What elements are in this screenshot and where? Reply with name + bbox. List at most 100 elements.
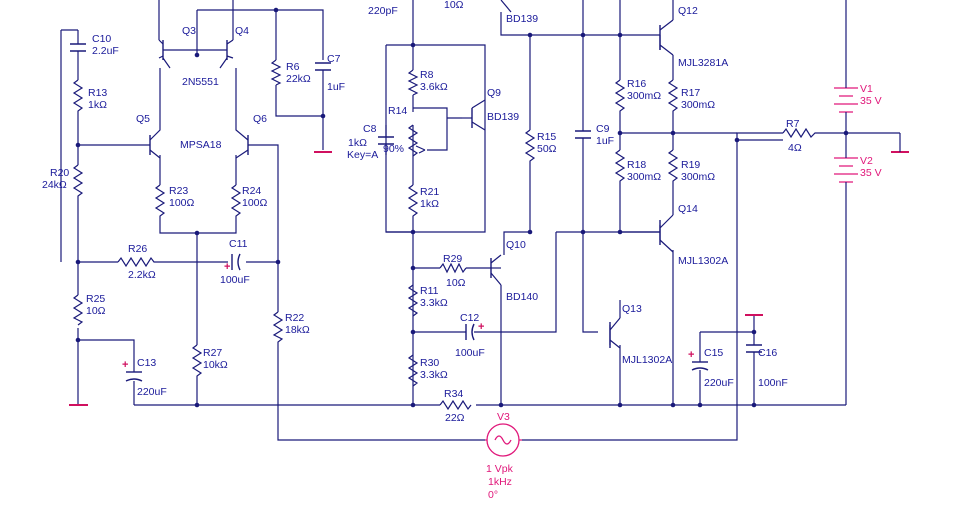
label: C7 — [327, 53, 341, 65]
resistor-r30 — [407, 354, 419, 387]
label: 3.3kΩ — [420, 297, 448, 309]
label: 300mΩ — [681, 99, 715, 111]
label: R25 — [86, 293, 105, 305]
label: R16 — [627, 78, 646, 90]
label: MPSA18 — [180, 139, 222, 151]
label: 1uF — [327, 81, 345, 93]
label: 2N5551 — [182, 76, 219, 88]
sources — [485, 80, 858, 457]
resistor-r24 — [230, 184, 242, 222]
resistor-r19 — [667, 149, 679, 190]
label: 300mΩ — [681, 171, 715, 183]
label: 100uF — [455, 347, 485, 359]
capacitor-c15: + — [688, 349, 709, 375]
resistor-r14 — [407, 124, 419, 157]
resistor-r8 — [407, 69, 419, 96]
label: 35 V — [860, 167, 882, 179]
label: 10Ω — [86, 305, 106, 317]
label: R34 — [444, 388, 463, 400]
label: Q10 — [506, 239, 526, 251]
transistor-q4 — [215, 39, 234, 60]
label: 35 V — [860, 95, 882, 107]
dc-source-v2 — [834, 152, 858, 185]
resistor-r7 — [782, 127, 818, 139]
label: MJL3281A — [678, 57, 728, 69]
label: BD140 — [506, 291, 538, 303]
svg-text:+: + — [688, 349, 694, 361]
label: R18 — [627, 159, 646, 171]
svg-text:+: + — [122, 359, 128, 371]
label: 22kΩ — [286, 73, 311, 85]
label: R24 — [242, 185, 261, 197]
resistor-r15 — [524, 129, 536, 165]
capacitor-c9 — [575, 120, 591, 150]
label: MJL1302A — [678, 255, 728, 267]
junctions — [75, 7, 849, 408]
label: V2 — [860, 155, 873, 167]
resistor-r25 — [72, 294, 84, 326]
label: 1uF — [596, 135, 614, 147]
label: 100Ω — [169, 197, 195, 209]
label: C11 — [229, 238, 248, 250]
label: 0° — [488, 489, 498, 501]
label: 220uF — [137, 386, 167, 398]
label: R20 — [50, 167, 69, 179]
transistor-q6 — [235, 105, 249, 159]
label: 4Ω — [788, 142, 802, 154]
label: 100Ω — [242, 197, 268, 209]
capacitor-c13: + — [122, 359, 143, 392]
resistor-r29 — [439, 262, 467, 274]
label: C12 — [460, 312, 479, 324]
label: 10kΩ — [203, 359, 228, 371]
label: C10 — [92, 33, 111, 45]
transistor-q10 — [490, 254, 502, 286]
label: 300mΩ — [627, 90, 661, 102]
svg-text:+: + — [478, 321, 484, 333]
wires — [60, 0, 900, 441]
resistor-r23 — [154, 184, 166, 222]
resistor-r20 — [72, 164, 84, 200]
capacitor-c7 — [315, 62, 331, 76]
label: 220uF — [704, 377, 734, 389]
label: Q6 — [253, 113, 267, 125]
capacitor-c12: + — [462, 321, 484, 341]
resistor-r22 — [272, 311, 284, 345]
label: BD139 — [506, 13, 538, 25]
ac-source-v3 — [485, 423, 522, 457]
label: 220pF — [368, 5, 398, 17]
transistor-q5 — [149, 105, 161, 159]
label: 3.3kΩ — [420, 369, 448, 381]
labels: 220pF 10Ω BD139 C10 2.2uF R13 1kΩ Q3 Q4 … — [42, 0, 882, 501]
label: R17 — [681, 87, 700, 99]
capacitor-c10 — [70, 43, 86, 56]
transistor-q9 — [462, 108, 473, 128]
label: 50Ω — [537, 143, 557, 155]
label: Q9 — [487, 87, 501, 99]
capacitors: + + + + — [70, 43, 762, 392]
label: 1kΩ — [88, 99, 107, 111]
label: C8 — [363, 123, 377, 135]
label: R7 — [786, 118, 800, 130]
label: 1kΩ — [348, 137, 367, 149]
label: R6 — [286, 61, 300, 73]
label: 24kΩ — [42, 179, 67, 191]
label: C13 — [137, 357, 156, 369]
resistor-r6 — [270, 59, 282, 86]
label: 10Ω — [446, 277, 466, 289]
label: Q4 — [235, 25, 249, 37]
capacitor-c11: + — [224, 253, 241, 273]
label: Q13 — [622, 303, 642, 315]
label: 1kHz — [488, 476, 512, 488]
label: 2.2kΩ — [128, 269, 156, 281]
label: R21 — [420, 186, 439, 198]
label: 300mΩ — [627, 171, 661, 183]
label: R11 — [420, 285, 439, 297]
label: R27 — [203, 347, 222, 359]
resistor-r26 — [117, 256, 158, 268]
label: R15 — [537, 131, 556, 143]
resistor-r13 — [72, 79, 84, 115]
resistor-r11 — [407, 284, 419, 317]
label: C9 — [596, 123, 610, 135]
label: 100uF — [220, 274, 250, 286]
